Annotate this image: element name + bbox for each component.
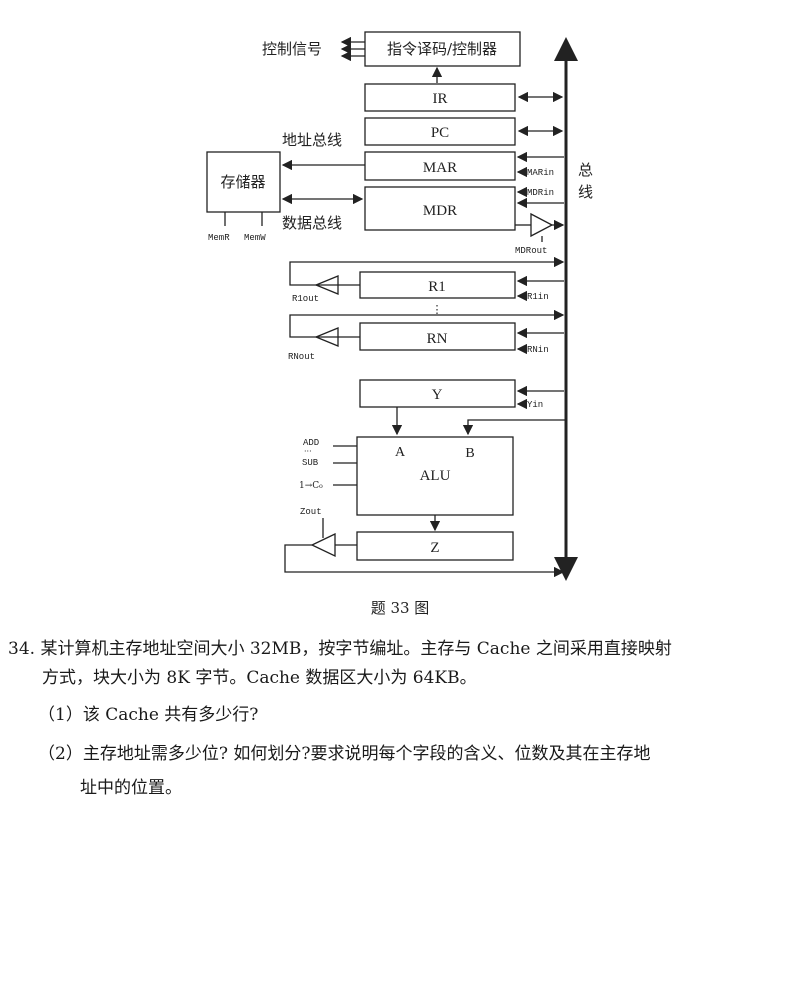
- rn-label: RN: [427, 331, 448, 347]
- address-bus-label: 地址总线: [282, 131, 342, 149]
- mar-register: [364, 151, 516, 181]
- cpu-datapath-diagram: 总 线 指令译码/控制器 控制信号 IR PC 地址总线 MAR MARin 存…: [206, 31, 593, 617]
- pc-label: PC: [431, 125, 449, 141]
- control-signals-label: 控制信号: [262, 40, 322, 58]
- mar-label: MAR: [423, 160, 457, 176]
- figure-caption: 题 33 图: [371, 599, 430, 617]
- memory-box: [206, 151, 281, 213]
- data-bus-label: 数据总线: [282, 214, 342, 232]
- rn-out-label: RNout: [288, 352, 315, 362]
- r1-label: R1: [428, 279, 446, 295]
- rn-register: [359, 322, 516, 351]
- alu-label: ALU: [420, 468, 451, 484]
- sub-question-2-line-2: 址中的位置。: [80, 778, 182, 798]
- carry-signal-label: 1→C₀: [299, 481, 323, 491]
- signal-dots: ···: [304, 447, 312, 456]
- question-line-2: 方式，块大小为 8K 字节。Cache 数据区大小为 64KB。: [42, 668, 477, 688]
- pc-register: [364, 117, 516, 146]
- mdr-label: MDR: [423, 203, 457, 219]
- sub-question-2-line-1: （2）主存地址需多少位? 如何划分?要求说明每个字段的含义、位数及其在主存地: [38, 744, 651, 764]
- mdr-out-buffer: [530, 212, 554, 238]
- r1-out-label: R1out: [292, 294, 319, 304]
- mdr-in-label: MDRin: [527, 188, 554, 198]
- memory-label: 存储器: [220, 173, 265, 191]
- z-out-buffer: [310, 532, 336, 558]
- question-line-1: 34. 某计算机主存地址空间大小 32MB，按字节编址。主存与 Cache 之间…: [8, 639, 672, 659]
- z-register: [356, 531, 514, 561]
- r1-in-label: R1in: [527, 292, 549, 302]
- alu-input-a: A: [395, 445, 406, 460]
- zout-label: Zout: [300, 507, 322, 517]
- mdr-out-label: MDRout: [515, 246, 547, 256]
- memw-label: MemW: [244, 233, 266, 243]
- decoder-label: 指令译码/控制器: [387, 40, 497, 58]
- ir-label: IR: [433, 91, 448, 107]
- bus-label-2: 线: [578, 183, 593, 201]
- alu-input-b: B: [465, 446, 474, 461]
- memr-label: MemR: [208, 233, 230, 243]
- rn-in-label: RNin: [527, 345, 549, 355]
- y-register: [359, 379, 516, 408]
- sub-question-1: （1）该 Cache 共有多少行?: [38, 705, 259, 725]
- y-label: Y: [432, 387, 443, 403]
- y-in-label: Yin: [527, 400, 543, 410]
- bus-label-1: 总: [578, 161, 593, 179]
- r1-register: [359, 271, 516, 299]
- register-ellipsis: ⋮: [432, 303, 443, 316]
- mdr-register: [364, 186, 516, 231]
- ir-register: [364, 83, 516, 112]
- sub-signal-label: SUB: [302, 458, 319, 468]
- mar-in-label: MARin: [527, 168, 554, 178]
- z-label: Z: [430, 540, 439, 556]
- add-signal-label: ADD: [303, 438, 319, 448]
